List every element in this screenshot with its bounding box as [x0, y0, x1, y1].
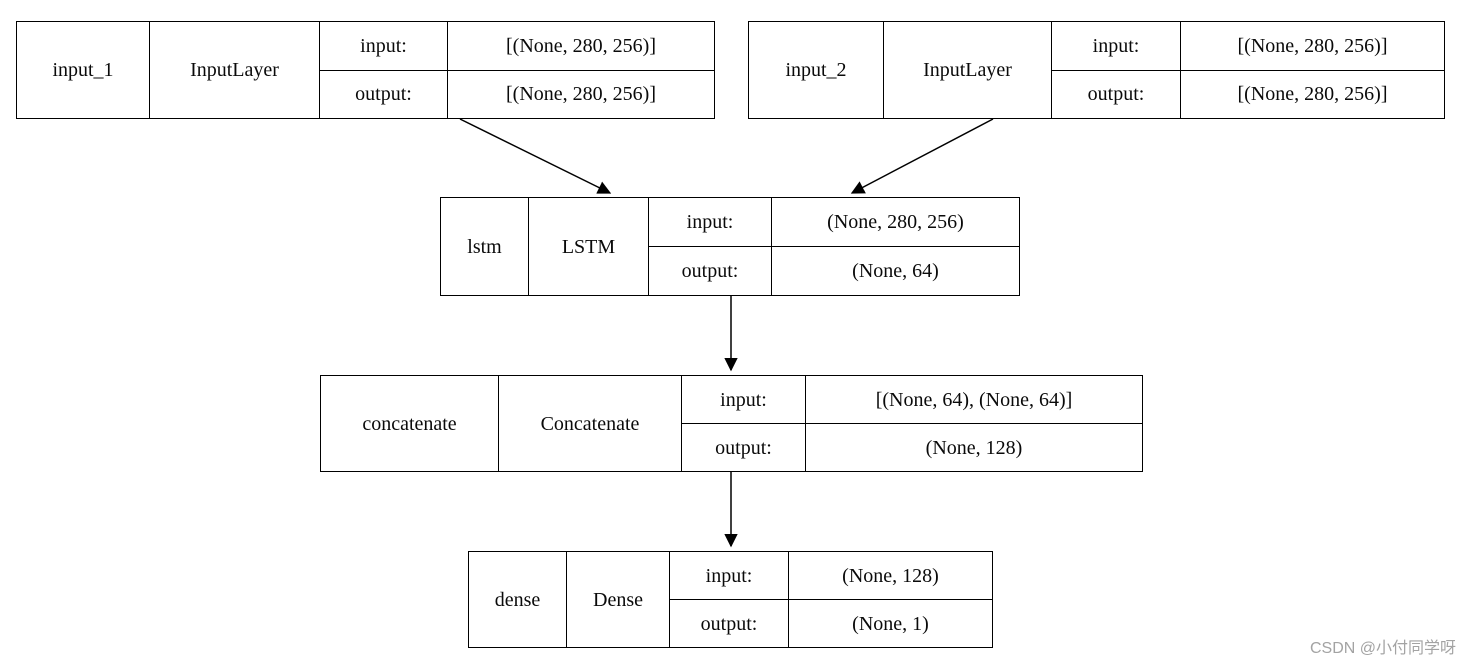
output-label: output: [1087, 83, 1145, 106]
output-row: output: (None, 1) [670, 599, 992, 647]
layer-name: input_1 [52, 59, 114, 81]
input-label: input: [1092, 34, 1140, 57]
input-row: input: [(None, 280, 256)] [1052, 22, 1444, 70]
node-lstm: lstm LSTM input: (None, 280, 256) output… [440, 197, 1020, 296]
output-label: output: [715, 436, 772, 459]
input-label: input: [705, 564, 753, 587]
input-shape: [(None, 64), (None, 64)] [805, 376, 1142, 423]
output-shape: (None, 128) [805, 424, 1142, 471]
output-row: output: [(None, 280, 256)] [320, 69, 714, 118]
node-dense: dense Dense input: (None, 128) output: (… [468, 551, 993, 648]
input-row: input: [(None, 280, 256)] [320, 22, 714, 70]
layer-class: InputLayer [883, 22, 1051, 118]
node-concatenate: concatenate Concatenate input: [(None, 6… [320, 375, 1143, 472]
edge-input_2-lstm [850, 118, 994, 194]
layer-name: concatenate [362, 412, 457, 435]
output-row: output: (None, 64) [649, 246, 1019, 295]
output-label: output: [681, 260, 739, 282]
output-shape: (None, 1) [788, 600, 992, 647]
io-block: input: (None, 280, 256) output: (None, 6… [648, 198, 1019, 295]
edge-input_1-lstm [459, 118, 612, 194]
output-label: output: [700, 612, 758, 635]
watermark: CSDN @小付同学呀 [1309, 640, 1456, 657]
output-shape: [(None, 280, 256)] [1180, 70, 1444, 118]
node-input_1: input_1 InputLayer input: [(None, 280, 2… [16, 21, 715, 119]
io-block: input: (None, 128) output: (None, 1) [669, 552, 992, 647]
output-shape: (None, 64) [771, 247, 1019, 295]
input-shape: [(None, 280, 256)] [447, 22, 714, 70]
input-label: input: [360, 34, 407, 57]
layer-class: LSTM [528, 198, 648, 295]
layer-class: Dense [566, 552, 669, 647]
input-shape: (None, 280, 256) [771, 198, 1019, 246]
input-label: input: [720, 388, 767, 411]
output-row: output: [(None, 280, 256)] [1052, 69, 1444, 118]
layer-name: input_2 [785, 59, 847, 81]
layer-name: dense [494, 588, 541, 611]
output-row: output: (None, 128) [682, 423, 1142, 471]
input-row: input: [(None, 64), (None, 64)] [682, 376, 1142, 423]
io-block: input: [(None, 280, 256)] output: [(None… [319, 22, 714, 118]
input-shape: [(None, 280, 256)] [1180, 22, 1444, 70]
node-input_2: input_2 InputLayer input: [(None, 280, 2… [748, 21, 1445, 119]
layer-class: Concatenate [498, 376, 681, 471]
input-row: input: (None, 280, 256) [649, 198, 1019, 246]
io-block: input: [(None, 280, 256)] output: [(None… [1051, 22, 1444, 118]
output-shape: [(None, 280, 256)] [447, 70, 714, 118]
io-block: input: [(None, 64), (None, 64)] output: … [681, 376, 1142, 471]
input-shape: (None, 128) [788, 552, 992, 599]
input-row: input: (None, 128) [670, 552, 992, 599]
input-label: input: [686, 211, 734, 233]
output-label: output: [355, 83, 412, 106]
layer-name: lstm [467, 235, 502, 258]
layer-class: InputLayer [149, 22, 319, 118]
